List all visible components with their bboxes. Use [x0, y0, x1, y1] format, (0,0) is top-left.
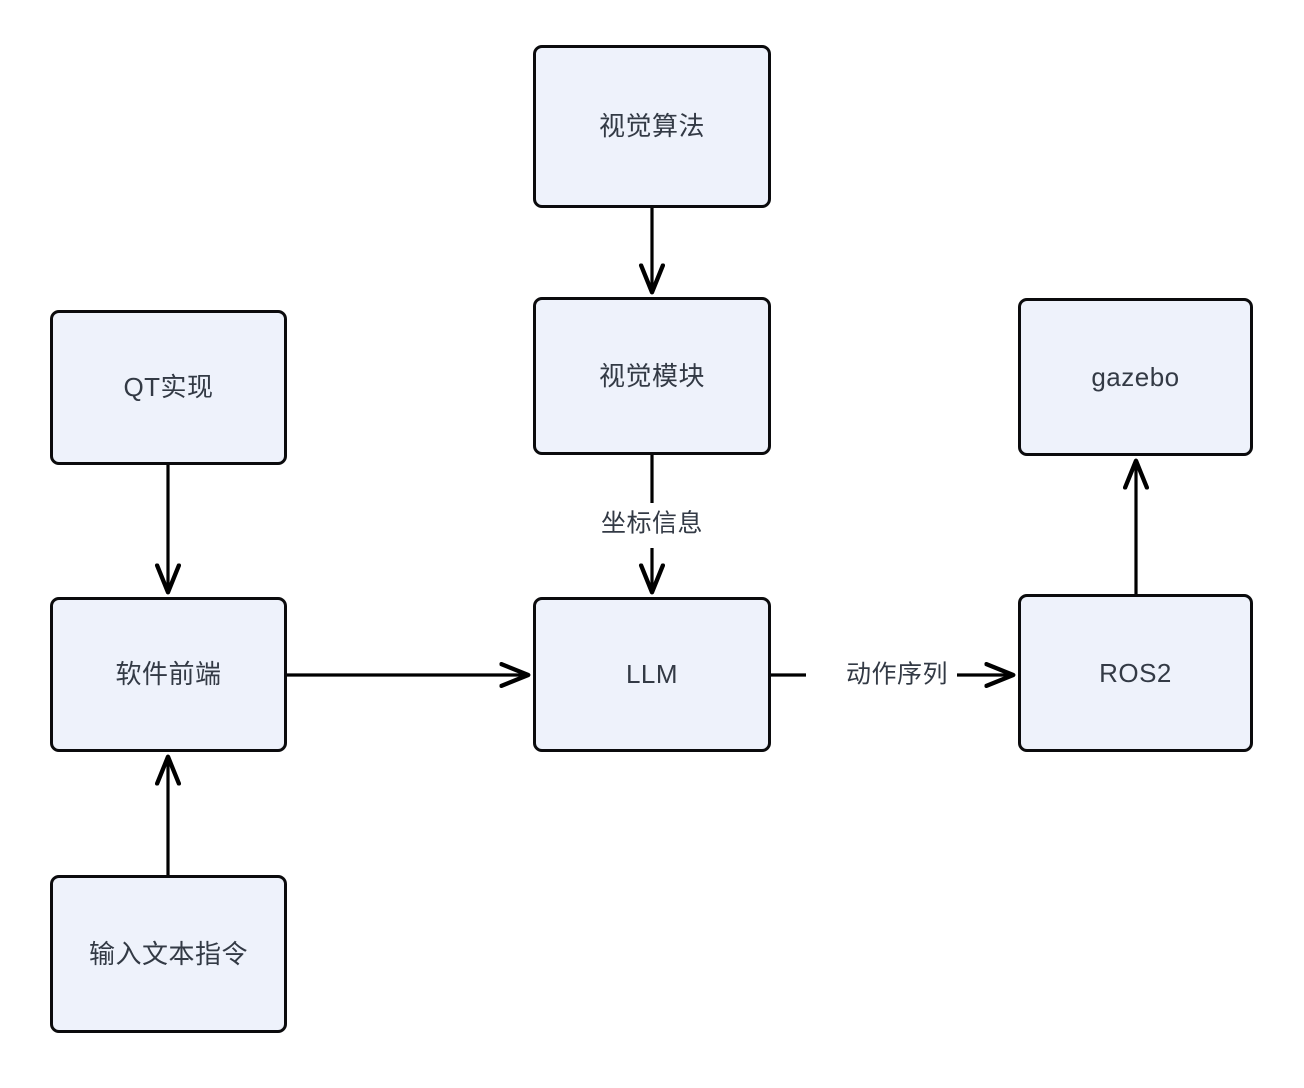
node-input-text-command-label: 输入文本指令: [88, 938, 248, 969]
node-software-frontend[interactable]: 软件前端: [50, 597, 287, 752]
node-ros2[interactable]: ROS2: [1018, 594, 1253, 752]
node-vision-module-label: 视觉模块: [598, 360, 705, 391]
node-vision-algo[interactable]: 视觉算法: [533, 45, 771, 208]
edge-label-coordinate-info: 坐标信息: [591, 506, 713, 542]
node-gazebo[interactable]: gazebo: [1018, 298, 1253, 456]
node-llm-label: LLM: [625, 659, 679, 690]
node-software-frontend-label: 软件前端: [115, 659, 222, 690]
node-vision-algo-label: 视觉算法: [598, 111, 705, 142]
node-qt-implementation[interactable]: QT实现: [50, 310, 287, 465]
node-ros2-label: ROS2: [1099, 657, 1172, 688]
node-gazebo-label: gazebo: [1091, 361, 1180, 392]
node-input-text-command[interactable]: 输入文本指令: [50, 875, 287, 1033]
node-vision-module[interactable]: 视觉模块: [533, 297, 771, 455]
node-qt-implementation-label: QT实现: [123, 372, 214, 403]
node-llm[interactable]: LLM: [533, 597, 771, 752]
edge-label-action-sequence: 动作序列: [836, 657, 958, 693]
